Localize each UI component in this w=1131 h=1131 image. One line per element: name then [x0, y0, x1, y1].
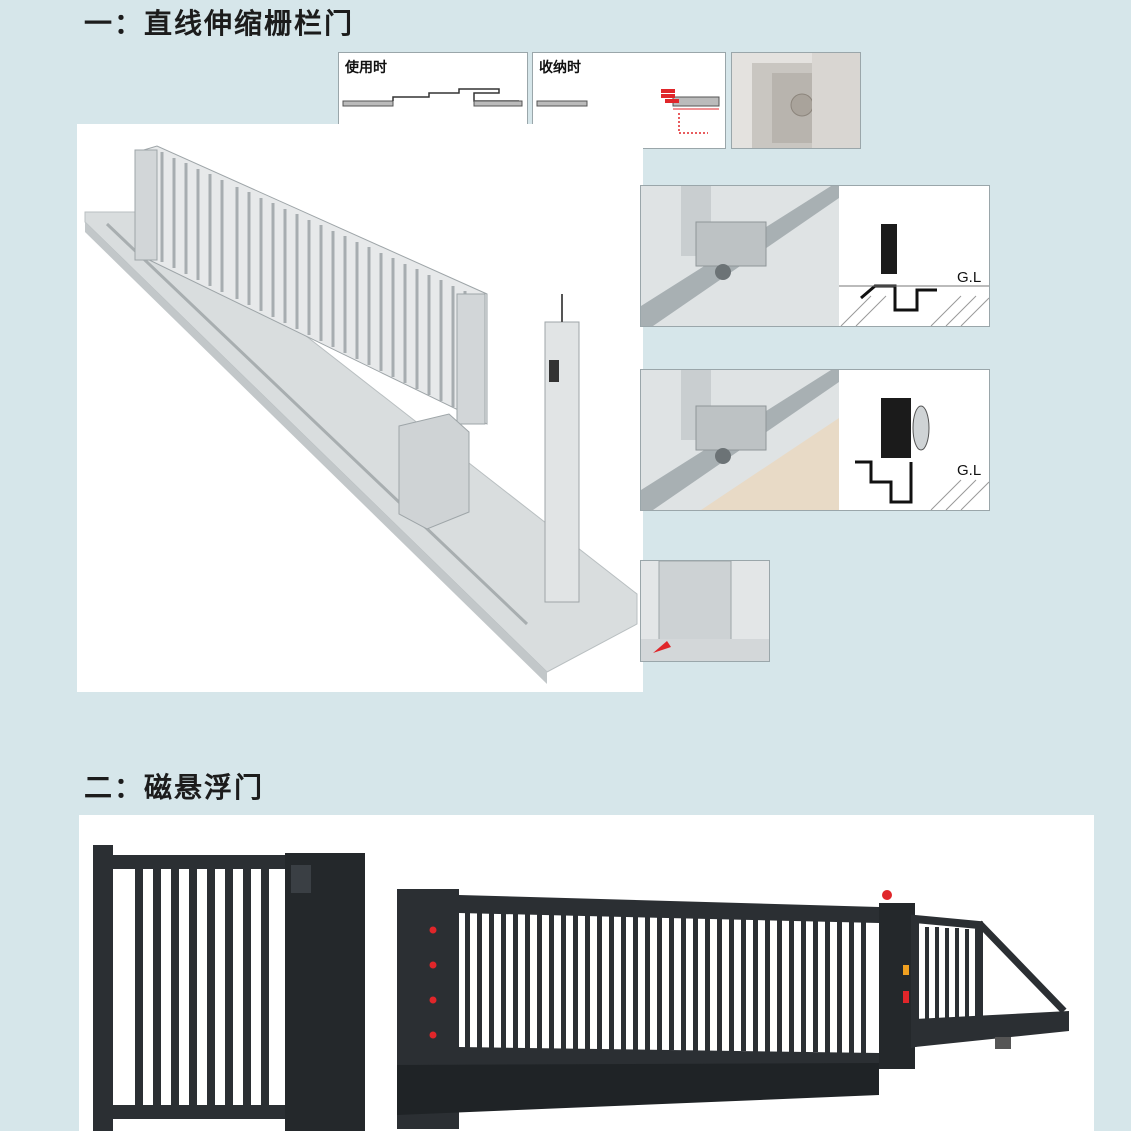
in-use-label: 使用时 — [345, 60, 387, 76]
ground-level-label-1: G.L — [957, 269, 981, 286]
track-detail-photo-1: G.L — [640, 185, 990, 327]
motor-base-detail-photo — [640, 560, 770, 662]
telescopic-gate-image — [77, 124, 643, 692]
maglev-gate-image — [79, 815, 1094, 1131]
in-use-gate-diagram — [342, 88, 523, 107]
track-detail-photo-2: G.L — [640, 369, 990, 511]
stored-label: 收纳时 — [539, 60, 581, 76]
hinge-detail-photo — [731, 52, 861, 149]
ground-level-label-2: G.L — [957, 462, 981, 479]
section-1-title: 一：直线伸缩栅栏门 — [84, 7, 355, 40]
stored-gate-diagram — [536, 89, 720, 134]
section-2-title: 二：磁悬浮门 — [84, 771, 265, 804]
